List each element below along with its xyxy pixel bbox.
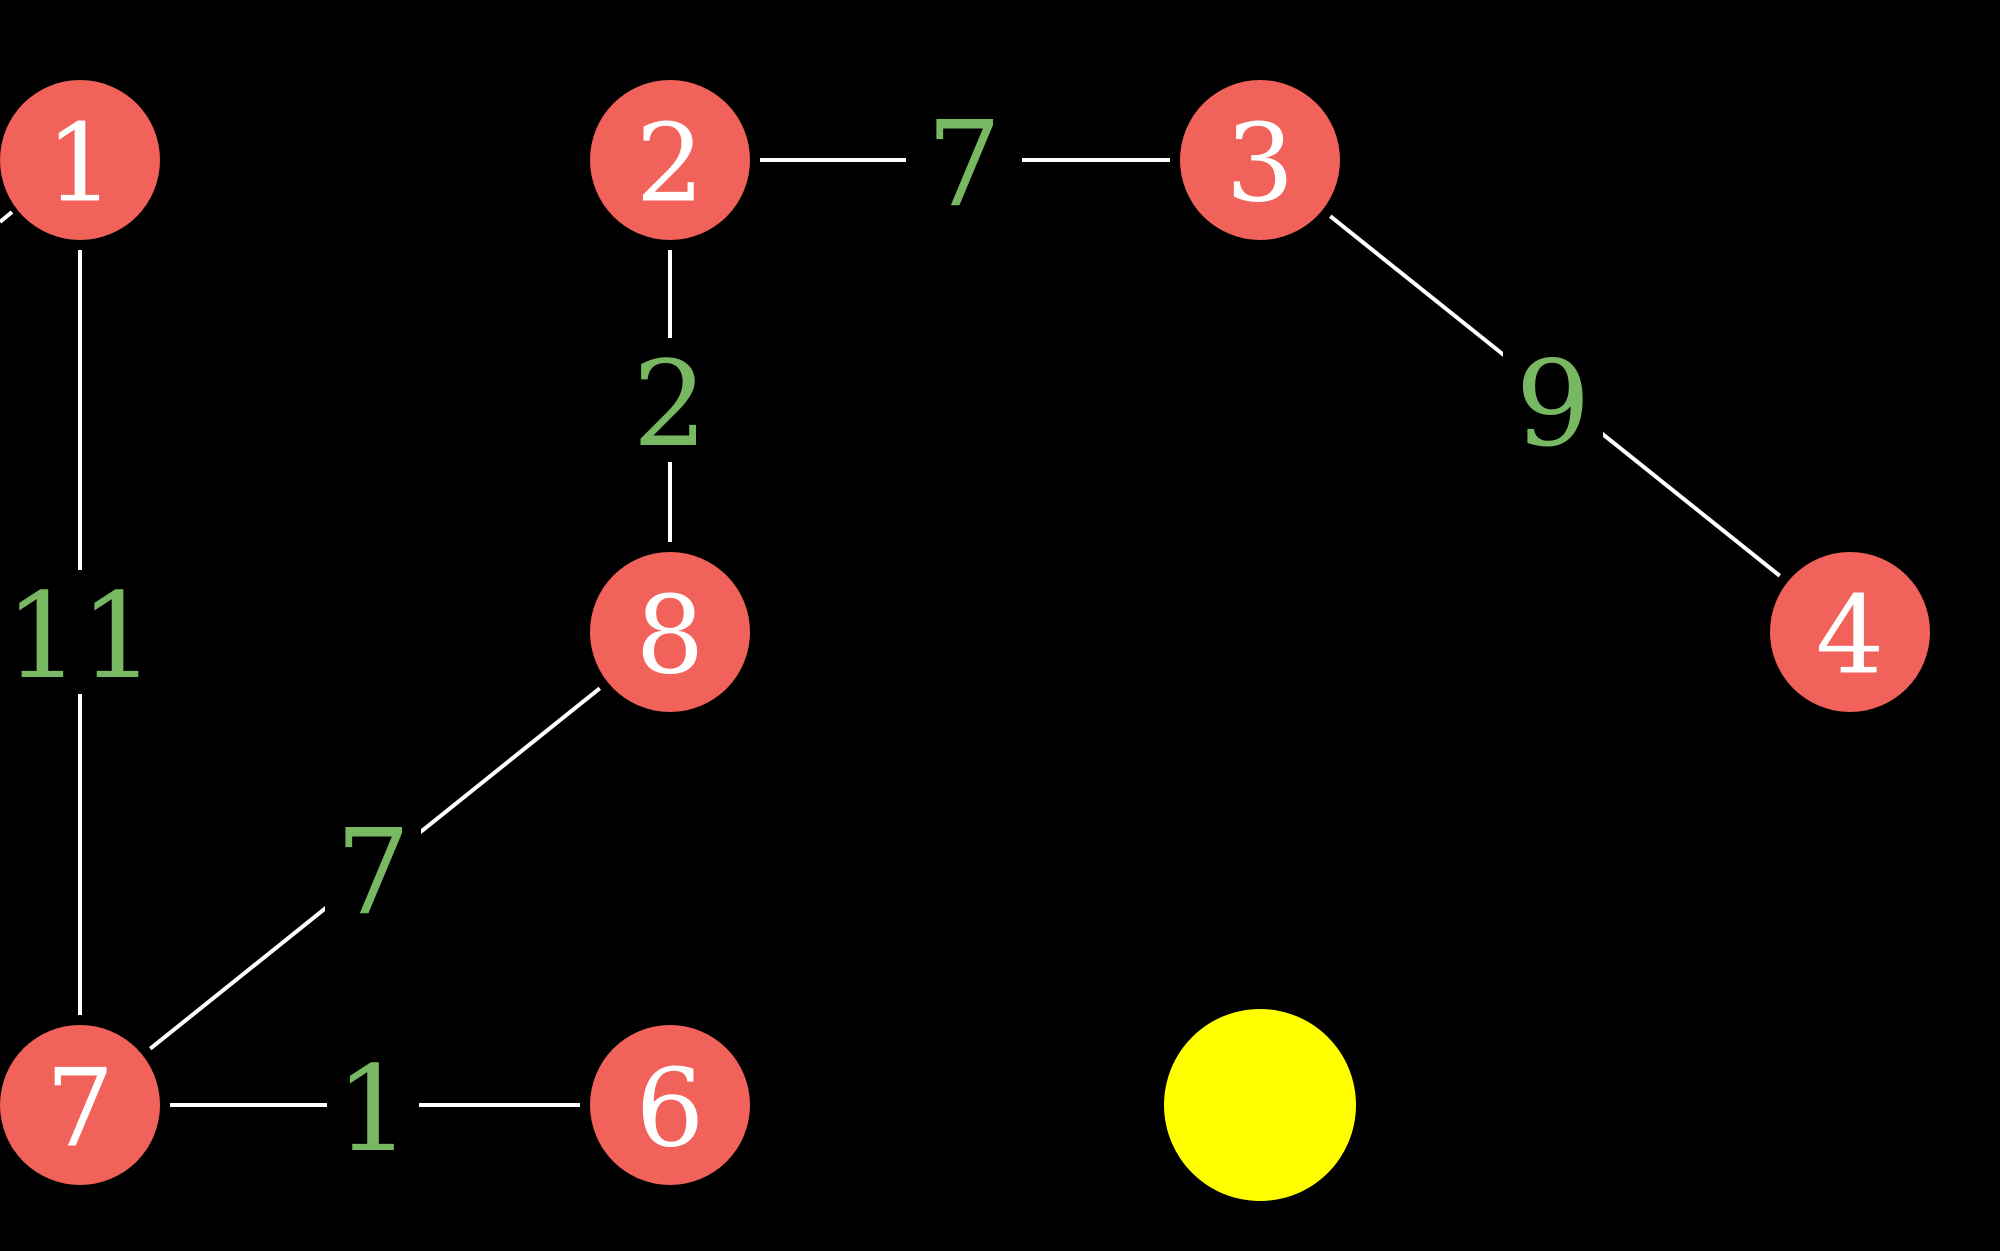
node-6-label: 6: [636, 1047, 705, 1172]
node-1: 1: [0, 80, 160, 240]
node-2-circle: [590, 80, 750, 240]
node-8-circle: [590, 552, 750, 712]
node-6: 6: [590, 1025, 750, 1185]
node-4-circle: [1770, 552, 1930, 712]
edges-layer: [78, 158, 1781, 1107]
node-4-label: 4: [1816, 574, 1885, 699]
node-1-label: 1: [46, 102, 115, 227]
node-3-label: 3: [1226, 102, 1295, 227]
node-4: 4: [1770, 552, 1930, 712]
nodes-layer: 1 2 3 4 6 7 8: [0, 80, 1930, 1185]
weight-label-7-6: 1: [335, 1040, 410, 1178]
offscreen-edge: [0, 210, 14, 224]
node-3-circle: [1180, 80, 1340, 240]
node-2: 2: [590, 80, 750, 240]
weight-label-2-8: 2: [632, 335, 707, 473]
weight-label-3-4: 9: [1515, 335, 1590, 473]
node-8: 8: [590, 552, 750, 712]
weight-label-8-7: 7: [335, 803, 410, 941]
weight-label-backdrop: [612, 338, 728, 462]
node-2-label: 2: [636, 102, 705, 227]
highlight-marker-circle: [1164, 1009, 1356, 1201]
node-3: 3: [1180, 80, 1340, 240]
node-7: 7: [0, 1025, 160, 1185]
node-8-label: 8: [636, 574, 705, 699]
weight-label-backdrop: [12, 570, 148, 694]
weights-layer: 7 2 9 11 7 1: [5, 95, 1603, 1178]
weight-label-backdrop: [325, 806, 421, 930]
node-6-circle: [590, 1025, 750, 1185]
weight-label-backdrop: [1503, 338, 1603, 462]
weight-label-2-3: 7: [926, 95, 1001, 233]
weight-label-backdrop: [327, 1043, 419, 1167]
node-7-label: 7: [46, 1047, 115, 1172]
node-7-circle: [0, 1025, 160, 1185]
weight-label-1-7: 11: [5, 567, 155, 705]
weight-label-backdrop: [906, 98, 1022, 222]
node-1-circle: [0, 80, 160, 240]
